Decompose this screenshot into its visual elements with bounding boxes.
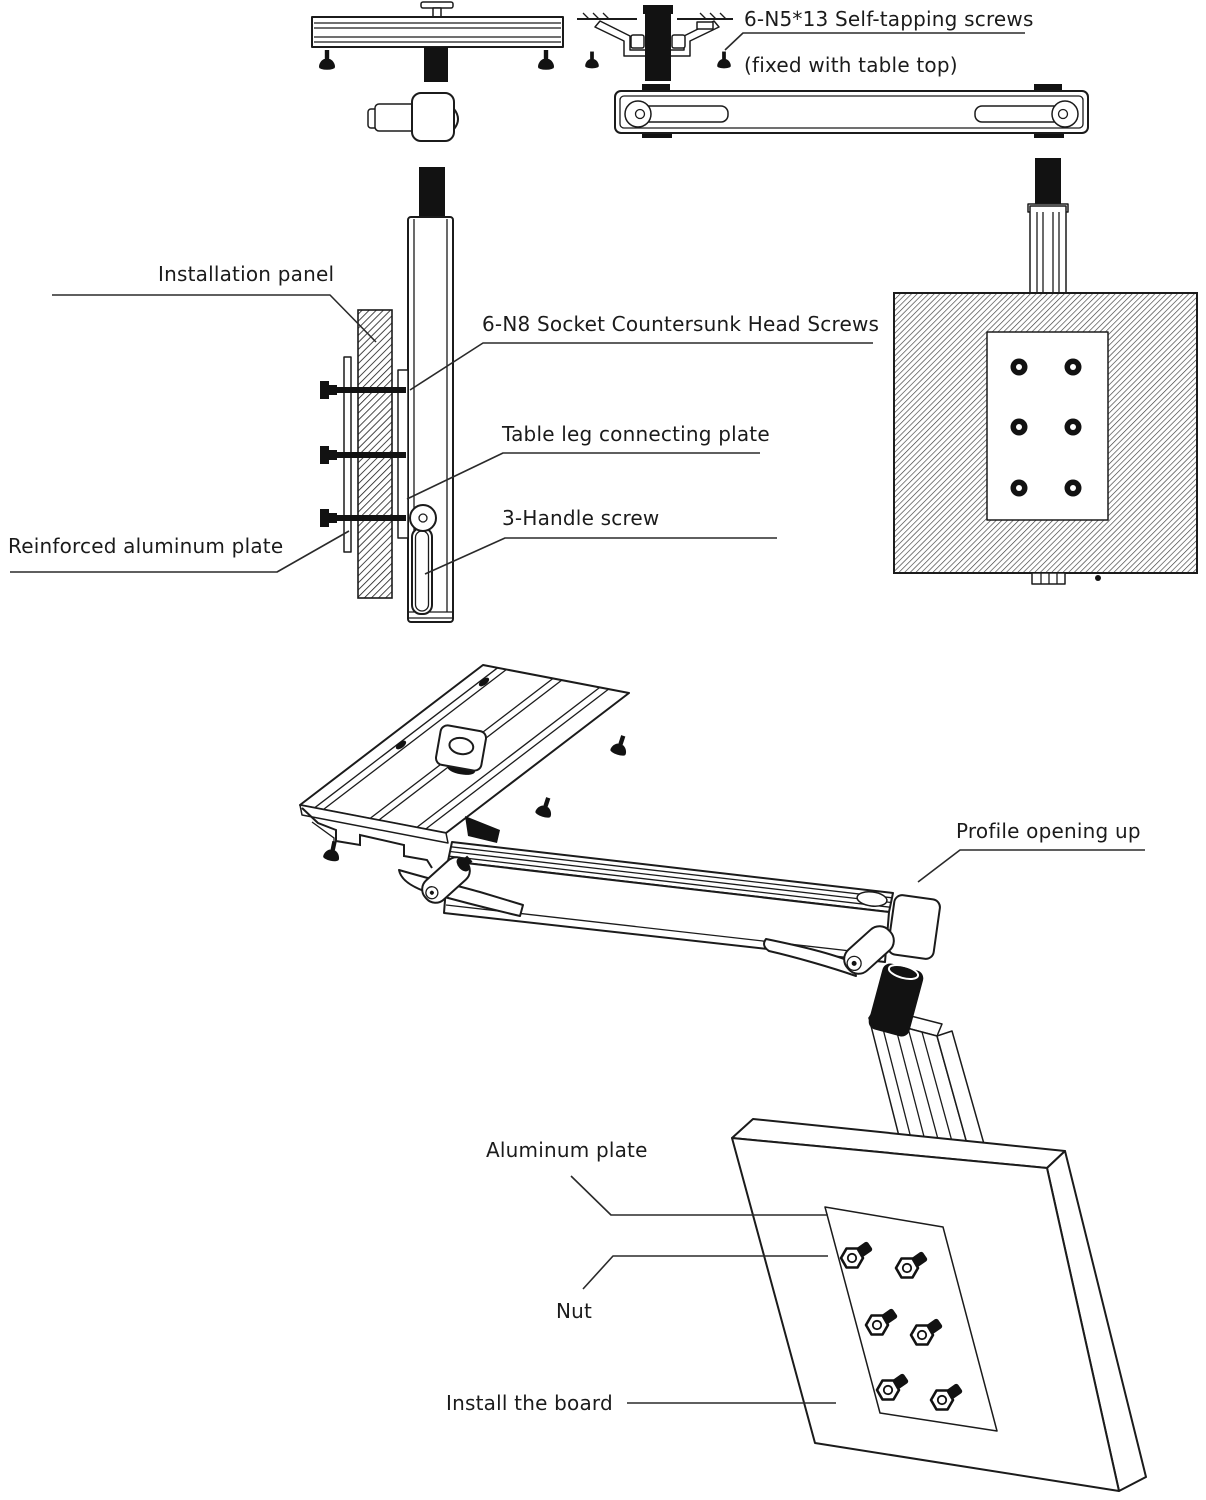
label-reinforced-plate: Reinforced aluminum plate: [8, 534, 283, 558]
leader-reinforced-plate: [10, 530, 350, 573]
beam-end-cap: [887, 894, 941, 960]
leg-profile-front: [1029, 205, 1067, 294]
slot-left: [624, 100, 729, 128]
lever-handle-left: [398, 855, 524, 917]
self-tapping-screw-icon: [534, 795, 556, 820]
self-tapping-screw-icon: [322, 839, 343, 863]
leader-countersunk: [409, 342, 873, 391]
slotted-bar: [614, 84, 1089, 138]
self-tapping-screw-icon: [717, 51, 731, 69]
leader-self-tapping: [724, 32, 1025, 51]
label-install-board: Install the board: [446, 1391, 613, 1415]
screw-hole-icon: [1064, 358, 1082, 376]
aluminum-plate-shape: [824, 1206, 998, 1432]
leader-profile-opening: [917, 849, 1145, 883]
square-nut: [434, 724, 488, 775]
leader-nut: [582, 1255, 828, 1290]
leg-profile-isometric: [868, 1006, 987, 1159]
t-bolt: [420, 1, 454, 19]
cross-section-view: [577, 5, 733, 81]
plate-slot-hole: [395, 740, 407, 750]
leader-aluminum-plate: [570, 1175, 828, 1216]
screw-hole-icon: [1010, 418, 1028, 436]
self-tapping-screw-icon: [319, 50, 335, 70]
lever-handle-right: [763, 925, 895, 977]
leg-post-stub: [424, 47, 448, 82]
mounting-plate-isometric: [299, 664, 630, 869]
beam-oval-slot: [856, 891, 888, 907]
label-nut: Nut: [556, 1299, 592, 1323]
countersunk-bolt: [320, 446, 406, 464]
self-tapping-screw-icon: [609, 733, 631, 758]
screw-hole-icon: [1064, 479, 1082, 497]
label-aluminum-plate: Aluminum plate: [486, 1138, 648, 1162]
label-self-tapping-screws: 6-N5*13 Self-tapping screws: [744, 7, 1034, 31]
label-fixed-with-table-top: (fixed with table top): [744, 53, 958, 77]
leg-cap: [1035, 158, 1061, 204]
countersunk-bolt: [320, 509, 406, 527]
beam-joint-shadow: [465, 816, 500, 843]
screw-hole-icon: [1010, 479, 1028, 497]
side-view-assembly: [320, 167, 454, 623]
beam-arm: [443, 816, 894, 963]
self-tapping-screw-icon: [585, 51, 599, 69]
plate-slot-hole: [478, 677, 490, 687]
slot-right: [974, 100, 1079, 128]
leg-post-section: [645, 9, 671, 81]
handle-screw-shape: [409, 504, 437, 615]
label-handle-screw: 3-Handle screw: [502, 506, 660, 530]
label-installation-panel: Installation panel: [158, 262, 334, 286]
profile-edge: [301, 807, 433, 869]
top-rail-side-view: [311, 1, 564, 142]
aluminum-plate-front: [986, 331, 1109, 521]
clamp-knob: [367, 92, 459, 142]
leader-handle-screw: [424, 537, 777, 575]
install-board: [731, 1118, 1147, 1492]
leader-connecting-plate: [406, 452, 760, 500]
leader-installation-panel: [52, 294, 377, 343]
threaded-post: [868, 963, 924, 1037]
front-view-assembly: [893, 158, 1198, 585]
label-connecting-plate: Table leg connecting plate: [501, 422, 770, 446]
table-top-hatch-ticks: [582, 12, 727, 20]
screw-hole-icon: [1010, 358, 1028, 376]
label-profile-opening: Profile opening up: [956, 819, 1141, 843]
label-countersunk-screws: 6-N8 Socket Countersunk Head Screws: [482, 312, 879, 336]
leg-cap-side: [419, 167, 445, 218]
countersunk-bolt: [320, 381, 406, 399]
wing-bracket: [594, 20, 720, 57]
self-tapping-screw-icon: [538, 50, 554, 70]
screw-hole-icon: [1064, 418, 1082, 436]
